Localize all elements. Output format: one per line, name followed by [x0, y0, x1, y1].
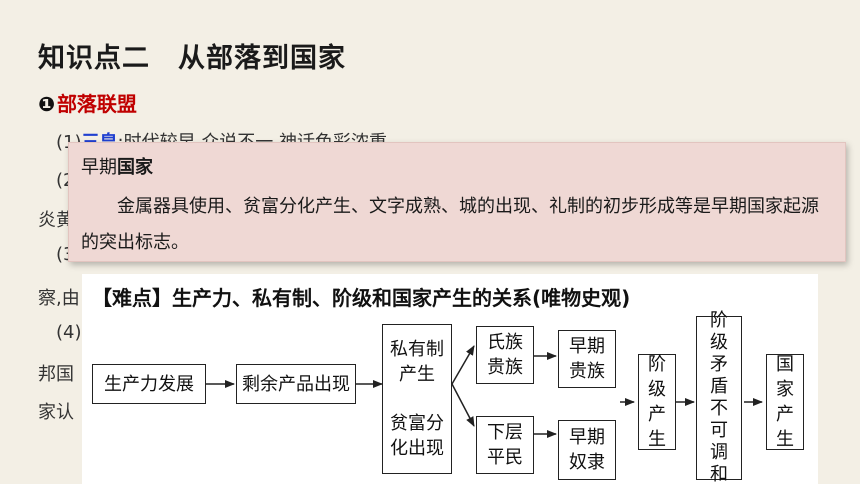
bg-line-7: 邦国: [38, 364, 74, 385]
node-private-top: 私有制产生: [390, 339, 444, 385]
node-private: 私有制产生 贫富分化出现: [382, 324, 452, 474]
callout-body: 金属器具使用、贫富分化产生、文字成熟、城的出现、礼制的初步形成等是早期国家起源的…: [81, 196, 819, 253]
page-title: 知识点二 从部落到国家: [38, 43, 346, 74]
node-conflict: 阶级矛盾不可调和: [696, 310, 742, 484]
node-early-nobles: 早期贵族: [558, 330, 616, 388]
node-state: 国家产生: [766, 354, 804, 450]
arrow-private-commoners: [451, 383, 475, 427]
relation-diagram: 【难点】生产力、私有制、阶级和国家产生的关系(唯物史观) 生产力发展 剩余产品出…: [82, 274, 818, 484]
callout-heading-bold: 国家: [117, 157, 153, 178]
node-private-bottom: 贫富分化出现: [390, 413, 444, 459]
bg-line-3: 炎黄: [38, 210, 74, 231]
node-clan-nobles: 氏族贵族: [476, 326, 534, 384]
arrow-private-clan: [451, 345, 475, 385]
node-productivity: 生产力发展: [92, 364, 206, 404]
node-early-slaves: 早期奴隶: [558, 420, 616, 480]
bg-line-5: 察,由: [38, 288, 80, 309]
bg-line-8: 家认: [38, 402, 74, 423]
callout-heading: 早期国家: [81, 153, 833, 179]
node-surplus: 剩余产品出现: [236, 364, 356, 404]
section-label: 部落联盟: [56, 92, 137, 116]
diagram-arrows: [206, 345, 763, 438]
diagram-title: 【难点】生产力、私有制、阶级和国家产生的关系(唯物史观): [92, 286, 631, 310]
section-number: ❶: [38, 92, 55, 116]
node-class: 阶级产生: [638, 354, 676, 450]
bg-line-6: (4): [56, 322, 82, 343]
node-commoners: 下层平民: [476, 416, 534, 474]
callout-heading-pre: 早期: [81, 157, 117, 178]
early-state-callout: 早期国家 金属器具使用、贫富分化产生、文字成熟、城的出现、礼制的初步形成等是早期…: [68, 142, 846, 262]
